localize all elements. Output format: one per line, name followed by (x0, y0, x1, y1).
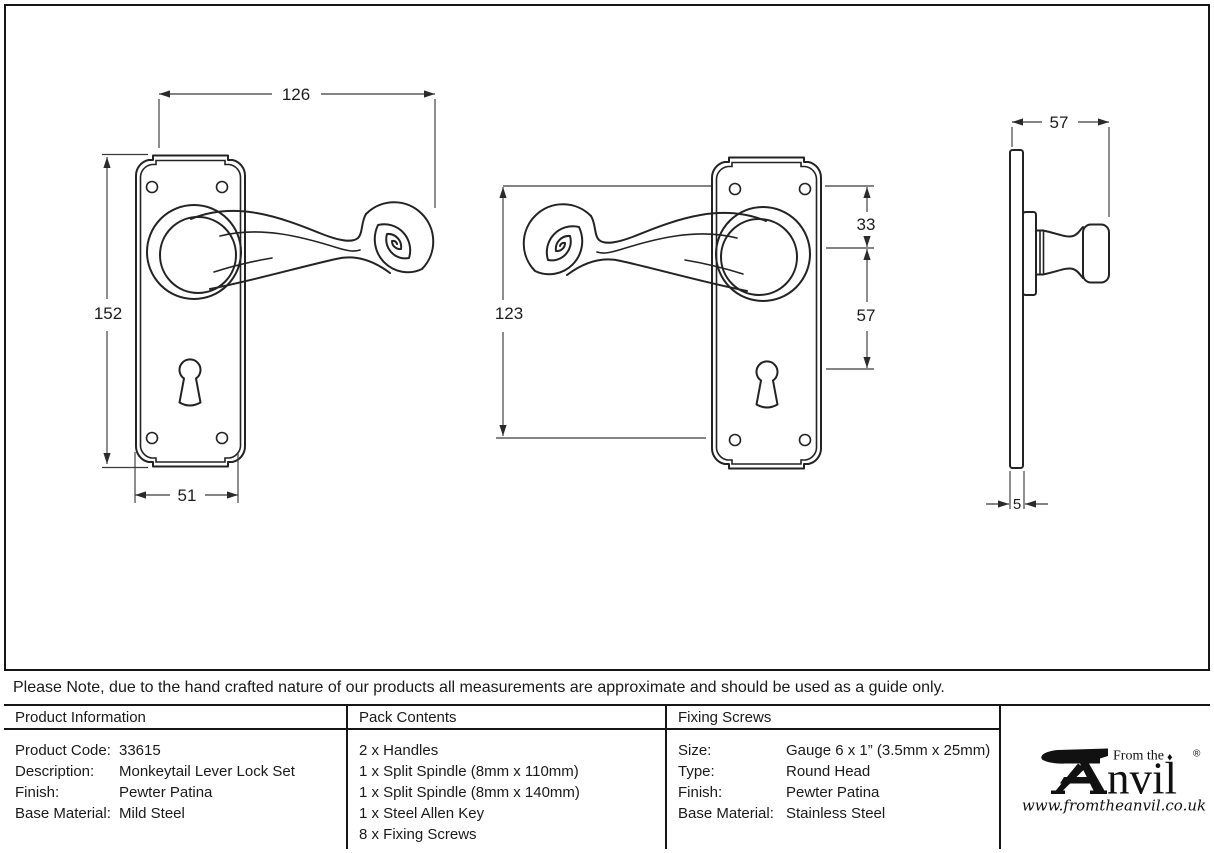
spec-sheet: 126 152 51 123 (4, 4, 1210, 849)
measurement-note: Please Note, due to the hand crafted nat… (4, 669, 1210, 706)
list-item: 8 x Fixing Screws (359, 826, 477, 843)
brand-logo-cell: From the ♦ nvil ® www.fromtheanvil.co.uk (999, 706, 1210, 849)
spec-label: Description: (15, 763, 95, 780)
list-item: 1 x Split Spindle (8mm x 110mm) (359, 763, 579, 780)
technical-drawing: 126 152 51 123 (94, 85, 1110, 513)
info-table: Product Information Product Code: 33615 … (4, 706, 1210, 849)
front-view-right-hand: 126 152 51 (94, 85, 436, 505)
product-information-body: Product Code: 33615 Description: Monkeyt… (4, 730, 346, 824)
anvil-icon (1041, 748, 1108, 794)
dim-label-centre-to-keyhole: 57 (857, 306, 876, 325)
pack-contents-header: Pack Contents (348, 706, 665, 730)
neck-bottom-profile (1035, 267, 1084, 279)
pack-contents-body: 2 x Handles 1 x Split Spindle (8mm x 110… (348, 730, 665, 845)
product-information-header: Product Information (4, 706, 346, 730)
spec-label: Type: (678, 763, 715, 780)
front-view-left-hand: 123 33 57 (495, 156, 876, 470)
list-item: 1 x Steel Allen Key (359, 805, 485, 822)
table-row: Description: Monkeytail Lever Lock Set (15, 761, 346, 782)
registered-mark-icon: ® (1193, 749, 1201, 760)
monkeytail-end-cap (1082, 223, 1110, 284)
spec-label: Product Code: (15, 742, 111, 759)
list-item: 1 x Split Spindle (8mm x 140mm) (359, 784, 580, 801)
table-row: Type: Round Head (678, 761, 999, 782)
table-row: Base Material: Mild Steel (15, 803, 346, 824)
table-row: Finish: Pewter Patina (15, 782, 346, 803)
dim-label-plate-width: 51 (178, 486, 197, 505)
measurement-note-text: Please Note, due to the hand crafted nat… (13, 678, 945, 696)
spec-value: Pewter Patina (119, 784, 213, 801)
list-item: 2 x Handles (359, 742, 439, 759)
table-row: Product Code: 33615 (15, 740, 346, 761)
spec-label: Size: (678, 742, 712, 759)
table-row: Finish: Pewter Patina (678, 782, 999, 803)
table-row: Size: Gauge 6 x 1” (3.5mm x 25mm) (678, 740, 999, 761)
spec-value: Round Head (786, 763, 871, 780)
logo-prefix: From the (1113, 749, 1164, 764)
dim-label-width: 126 (282, 85, 310, 104)
dim-label-drop: 123 (495, 304, 523, 323)
spec-label: Finish: (15, 784, 60, 801)
fixing-screws-column: Fixing Screws Size: Gauge 6 x 1” (3.5mm … (665, 706, 999, 849)
spec-value: Pewter Patina (786, 784, 880, 801)
dim-label-projection: 57 (1050, 113, 1069, 132)
spec-value: Monkeytail Lever Lock Set (119, 763, 295, 780)
logo-wordmark: nvil (1107, 754, 1177, 804)
fixing-screws-body: Size: Gauge 6 x 1” (3.5mm x 25mm) Type: … (667, 730, 999, 824)
neck-top-profile (1035, 226, 1084, 238)
backplate-side (1009, 149, 1024, 469)
fixing-screws-header: Fixing Screws (667, 706, 999, 730)
logo-diamond-icon: ♦ (1167, 752, 1173, 764)
pack-contents-column: Pack Contents 2 x Handles 1 x Split Spin… (346, 706, 665, 849)
spec-value: Stainless Steel (786, 805, 886, 822)
dim-label-top-to-centre: 33 (857, 215, 876, 234)
spec-label: Base Material: (678, 805, 774, 822)
dim-label-height: 152 (94, 304, 122, 323)
logo-website: www.fromtheanvil.co.uk (1022, 797, 1206, 815)
spec-value: Mild Steel (119, 805, 185, 822)
product-information-column: Product Information Product Code: 33615 … (4, 706, 346, 849)
spec-label: Finish: (678, 784, 723, 801)
spec-value: Gauge 6 x 1” (3.5mm x 25mm) (786, 742, 991, 759)
side-profile-view: 57 5 (986, 113, 1110, 513)
spec-label: Base Material: (15, 805, 111, 822)
table-row: Base Material: Stainless Steel (678, 803, 999, 824)
spec-value: 33615 (119, 742, 161, 759)
from-the-anvil-logo: From the ♦ nvil ® www.fromtheanvil.co.uk (1022, 748, 1206, 815)
rose-side (1022, 211, 1037, 296)
dim-label-thickness: 5 (1013, 496, 1021, 513)
